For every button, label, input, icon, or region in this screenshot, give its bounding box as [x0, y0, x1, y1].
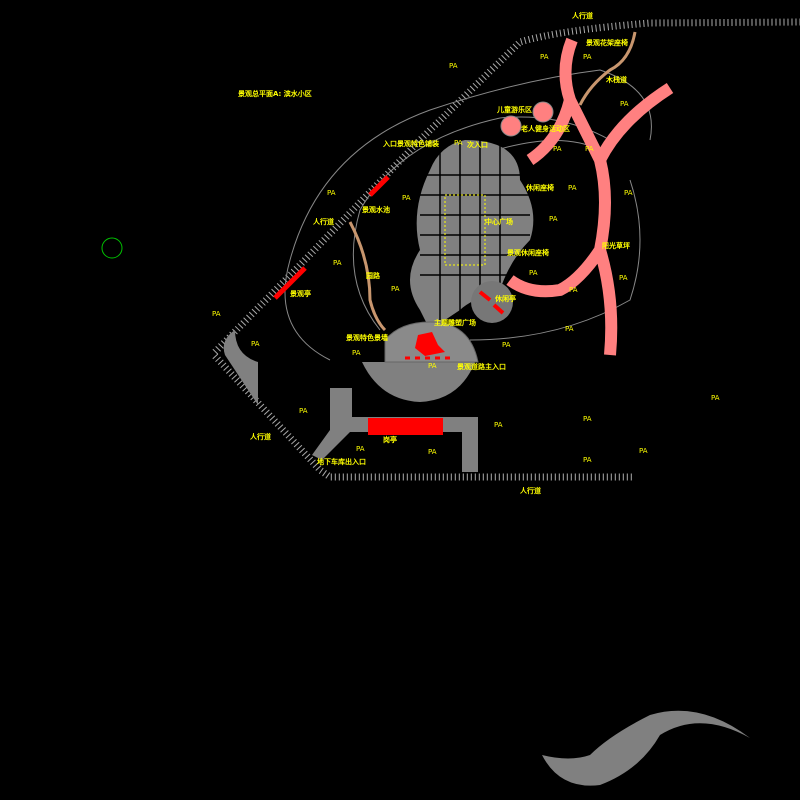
pa-marker: PA — [619, 274, 628, 282]
pa-marker: PA — [494, 421, 503, 429]
label-main-entrance: 景观道路主入口 — [456, 362, 506, 371]
play-circle — [500, 115, 522, 137]
central-plaza — [410, 140, 534, 330]
pa-marker: PA — [212, 310, 221, 318]
label-sculpture-plaza: 主题雕塑广场 — [434, 318, 476, 327]
timber-path-west — [348, 221, 387, 332]
pa-marker: PA — [624, 189, 633, 197]
play-circle — [532, 101, 554, 123]
label-sidewalk-bottom: 人行道 — [520, 486, 541, 495]
label-guard: 岗亭 — [383, 435, 397, 444]
label-children: 儿童游乐区 — [496, 105, 532, 114]
label-seating-mid: 景观休闲座椅 — [506, 248, 549, 257]
pa-marker: PA — [327, 189, 336, 197]
pa-marker: PA — [391, 285, 400, 293]
survey-marker — [101, 237, 123, 259]
label-path-east: 园路 — [366, 271, 381, 280]
pa-marker: PA — [251, 340, 260, 348]
guard-house — [368, 418, 443, 435]
pa-marker: PA — [428, 362, 437, 370]
corner-paving — [223, 330, 258, 405]
pa-marker: PA — [583, 415, 592, 423]
label-entrance-feature: 入口景观特色铺装 — [382, 139, 439, 148]
label-fountain: 景观水池 — [361, 205, 390, 214]
pa-marker: PA — [356, 445, 365, 453]
label-pavilion: 休闲亭 — [494, 294, 516, 303]
label-sidewalk-lower-left: 人行道 — [250, 432, 271, 441]
pa-marker: PA — [711, 394, 720, 402]
label-elderly: 老人健身活动区 — [520, 124, 570, 133]
pa-marker: PA — [529, 269, 538, 277]
pa-marker: PA — [299, 407, 308, 415]
timber-path-east — [578, 31, 637, 106]
pa-marker: PA — [454, 139, 463, 147]
bench — [368, 175, 390, 197]
label-pergola-top: 景观花架座椅 — [585, 38, 628, 47]
pa-marker: PA — [620, 100, 629, 108]
label-corner-entry: 次入口 — [467, 140, 488, 149]
pavilion-bench — [478, 290, 492, 302]
pa-marker: PA — [583, 456, 592, 464]
pa-marker: PA — [553, 145, 562, 153]
label-sidewalk-left: 人行道 — [313, 217, 334, 226]
pa-marker: PA — [449, 62, 458, 70]
pa-marker: PA — [502, 341, 511, 349]
pa-marker: PA — [352, 349, 361, 357]
pa-marker: PA — [540, 53, 549, 61]
label-parking-entry: 地下车库出入口 — [317, 457, 366, 466]
label-plaza-west: 景观亭 — [289, 289, 311, 298]
label-feature-wall: 景观特色景墙 — [345, 333, 388, 342]
label-seating-east: 休闲座椅 — [525, 183, 554, 192]
pa-marker: PA — [565, 325, 574, 333]
label-timber-path: 木栈道 — [605, 75, 627, 84]
pink-paths — [506, 37, 674, 356]
pa-markers: PA PA PA PA PA PA PA PA PA PA PA PA PA P… — [212, 53, 720, 464]
river-shape — [542, 710, 750, 786]
sculpture — [415, 332, 445, 356]
sculpture-plaza — [362, 362, 475, 402]
pavilion-bench — [492, 303, 505, 315]
bench — [273, 266, 307, 300]
pa-marker: PA — [333, 259, 342, 267]
label-sidewalk-top: 人行道 — [572, 11, 593, 20]
contour-arcs — [284, 69, 652, 361]
label-lawn: 阳光草坪 — [602, 241, 630, 250]
label-main-plaza: 中心广场 — [485, 217, 513, 226]
pa-marker: PA — [568, 184, 577, 192]
pa-marker: PA — [402, 194, 411, 202]
pa-marker: PA — [549, 215, 558, 223]
pa-marker: PA — [639, 447, 648, 455]
pa-marker: PA — [585, 145, 594, 153]
pa-marker: PA — [583, 53, 592, 61]
pa-marker: PA — [428, 448, 437, 456]
title-note: 景观总平面A: 滨水小区 — [237, 89, 312, 98]
pa-marker: PA — [569, 286, 578, 294]
